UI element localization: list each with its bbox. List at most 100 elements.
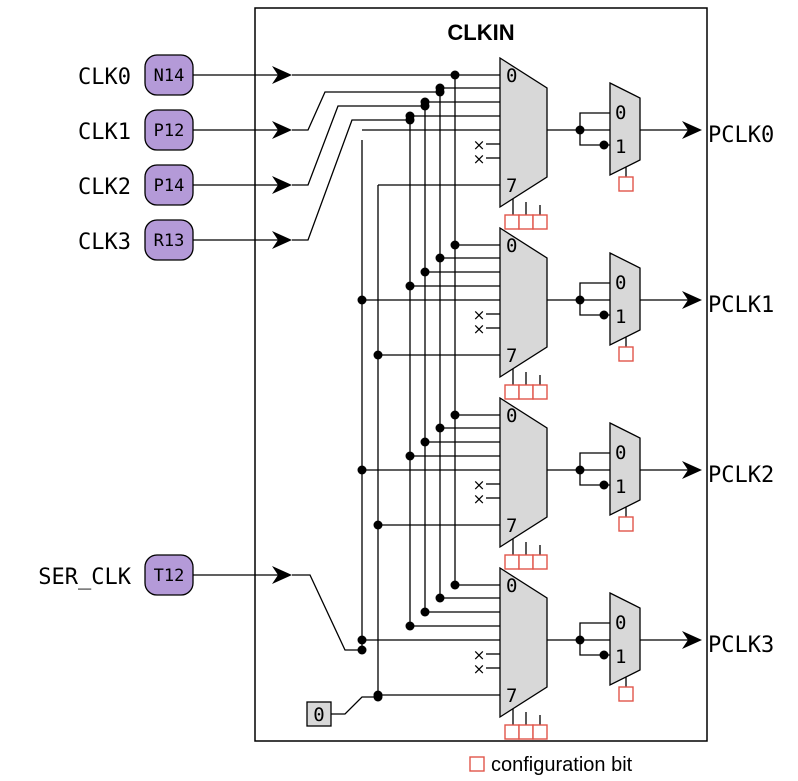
unused-marker: × [473,306,486,324]
junction-dot [599,650,609,660]
mux2-input-label: 0 [615,272,626,294]
mux8-body [499,56,548,209]
config-bit [518,554,534,570]
mux8-input-label: 0 [506,235,517,257]
junction-dot [420,607,430,617]
pin-badge-p12: P12 [144,109,194,151]
junction-dot [435,423,445,433]
mux8-body [499,396,548,549]
input-arrow [272,566,292,584]
junction-dot [373,692,383,702]
junction-dot [450,580,460,590]
junction-dot [450,410,460,420]
output-label-pclk3: PCLK3 [708,633,774,658]
junction-dot [405,281,415,291]
input-label-clk1: CLK1 [78,120,131,145]
junction-dot [420,437,430,447]
mux2-input-label: 0 [615,102,626,124]
output-arrow [682,631,702,649]
svg-text:R13: R13 [154,231,185,251]
block-title: CLKIN [447,20,514,45]
svg-text:0: 0 [313,704,324,726]
mux-output-wire [579,112,612,130]
unused-marker: × [473,660,486,678]
svg-text:T12: T12 [154,566,185,586]
pin-badge-p14: P14 [144,164,194,206]
mux-output-wire [579,622,612,640]
unused-marker: × [473,490,486,508]
mux-output-wire [579,282,612,300]
input-arrow [272,231,292,249]
config-bit [618,176,634,192]
mux-output-wire [579,452,612,470]
config-bit [618,686,634,702]
legend-label: configuration bit [491,754,633,776]
mux8-body [499,566,548,719]
unused-marker: × [473,150,486,168]
output-label-pclk0: PCLK0 [708,123,774,148]
config-bit [504,214,520,230]
junction-dot [420,267,430,277]
mux2-input-label: 1 [615,136,626,158]
input-arrow [272,121,292,139]
unused-marker: × [473,136,486,154]
route-clk3 [292,119,410,241]
config-bit [532,214,548,230]
mux2-input-label: 1 [615,306,626,328]
junction-dot [357,465,367,475]
config-bit [504,724,520,740]
output-arrow [682,121,702,139]
mux8-input-label: 7 [506,685,517,707]
unused-marker: × [473,646,486,664]
route-clk1 [292,91,440,131]
junction-dot [357,635,367,645]
config-bit [518,384,534,400]
legend-config-bit-swatch [469,756,485,772]
input-arrow [272,176,292,194]
route-constant [331,696,378,715]
pin-badge-n14: N14 [144,54,194,96]
junction-dot [599,310,609,320]
config-bit [532,554,548,570]
junction-dot [405,621,415,631]
junction-dot [599,140,609,150]
junction-dot [599,480,609,490]
mux2-body [609,591,641,687]
constant-zero-source: 0 [306,701,332,727]
junction-dot [357,645,367,655]
mux8-input-label: 7 [506,175,517,197]
junction-dot [435,87,445,97]
mux8-input-label: 7 [506,345,517,367]
mux2-body [609,421,641,517]
mux8-input-label: 0 [506,65,517,87]
junction-dot [405,451,415,461]
config-bit [518,214,534,230]
unused-marker: × [473,476,486,494]
junction-dot [373,520,383,530]
config-bit [532,384,548,400]
junction-dot [373,350,383,360]
mux8-input-label: 0 [506,405,517,427]
pin-badge-t12: T12 [144,554,194,596]
mux2-body [609,81,641,177]
input-label-ser-clk: SER_CLK [38,565,131,590]
junction-dot [435,593,445,603]
mux2-input-label: 0 [615,442,626,464]
junction-dot [357,295,367,305]
legend: configuration bit [469,754,633,776]
svg-text:P14: P14 [154,176,185,196]
wiring: ×××××××× [193,66,702,725]
mux2-body [609,251,641,347]
mux2-input-label: 0 [615,612,626,634]
junction-dot [450,240,460,250]
input-label-clk2: CLK2 [78,175,131,200]
mux8-input-label: 0 [506,575,517,597]
output-arrow [682,291,702,309]
route-ser-clk [292,574,362,651]
pin-badge-r13: R13 [144,219,194,261]
mux8-body [499,226,548,379]
mux2-input-label: 1 [615,476,626,498]
mux2-input-label: 1 [615,646,626,668]
